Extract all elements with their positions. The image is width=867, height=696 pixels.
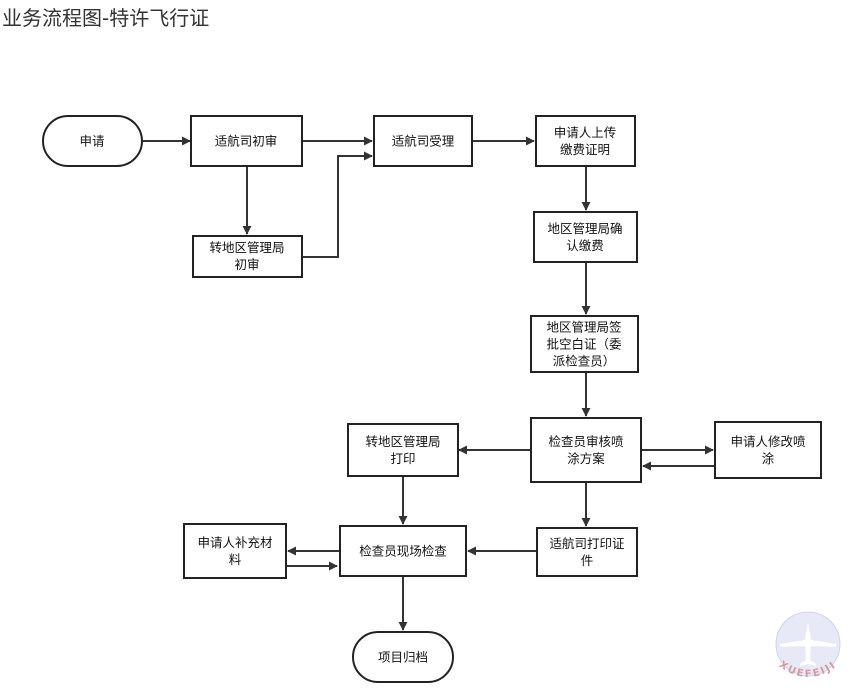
node-label-line: 认缴费 (566, 238, 604, 253)
node-label-line: 申请人上传 (554, 125, 617, 140)
node-label-line: 转地区管理局 (365, 434, 440, 449)
edge-regional-to-accept (303, 151, 373, 258)
node-sign-blank-text: 地区管理局签批空白证（委派检查员） (546, 320, 622, 369)
node-label-line: 涂方案 (567, 451, 605, 466)
node-accept-text: 适航司受理 (392, 134, 455, 149)
node-initial-review: 适航司初审 (190, 115, 303, 167)
node-apply: 申请 (42, 115, 143, 167)
node-print-cert-text: 适航司打印证件 (549, 536, 625, 568)
node-inspector-review-text: 检查员审核喷涂方案 (548, 434, 624, 466)
node-inspector-review: 检查员审核喷涂方案 (530, 417, 642, 483)
node-onsite-check: 检查员现场检查 (339, 525, 467, 577)
node-label-line: 件 (581, 553, 594, 568)
node-regional-initial: 转地区管理局初审 (192, 235, 303, 278)
node-sign-blank: 地区管理局签批空白证（委派检查员） (530, 315, 639, 373)
node-label-line: 适航司初审 (215, 134, 278, 149)
node-label-line: 初审 (234, 257, 259, 272)
node-label-line: 申请 (79, 134, 104, 149)
xuefeiji-logo: XUEFEIJI (775, 611, 841, 680)
node-label-line: 适航司打印证 (549, 536, 625, 551)
node-upload-payment: 申请人上传缴费证明 (535, 115, 636, 167)
node-modify-paint-text: 申请人修改喷涂 (730, 434, 806, 466)
node-label-line: 派检查员） (553, 354, 616, 369)
node-label-line: 缴费证明 (560, 142, 610, 157)
node-label-line: 地区管理局确 (547, 221, 622, 236)
node-label-line: 批空白证（委 (546, 337, 622, 352)
node-onsite-check-text: 检查员现场检查 (359, 544, 447, 559)
node-apply-text: 申请 (79, 134, 104, 149)
node-label-line: 申请人修改喷 (730, 434, 806, 449)
node-label-line: 料 (229, 552, 242, 567)
node-regional-print: 转地区管理局打印 (347, 423, 459, 477)
node-regional-initial-text: 转地区管理局初审 (209, 240, 284, 272)
page-title: 业务流程图-特许飞行证 (2, 6, 210, 30)
node-confirm-payment-text: 地区管理局确认缴费 (547, 221, 622, 253)
edges (143, 136, 715, 631)
node-supplement-text: 申请人补充材料 (197, 535, 272, 567)
node-label-line: 项目归档 (378, 650, 428, 665)
node-label-line: 涂 (762, 451, 775, 466)
node-modify-paint: 申请人修改喷涂 (714, 421, 822, 479)
airplane-icon (780, 622, 836, 666)
node-archive: 项目归档 (352, 631, 454, 683)
node-label-line: 地区管理局签 (546, 320, 622, 335)
node-regional-print-text: 转地区管理局打印 (365, 434, 440, 466)
node-print-cert: 适航司打印证件 (536, 527, 638, 577)
node-label-line: 转地区管理局 (209, 240, 284, 255)
node-label-line: 检查员审核喷 (548, 434, 624, 449)
node-label-line: 检查员现场检查 (359, 544, 447, 559)
node-archive-text: 项目归档 (378, 650, 428, 665)
node-confirm-payment: 地区管理局确认缴费 (533, 211, 638, 263)
node-label-line: 适航司受理 (392, 134, 455, 149)
node-accept: 适航司受理 (373, 115, 473, 167)
node-initial-review-text: 适航司初审 (215, 134, 278, 149)
node-label-line: 申请人补充材 (197, 535, 272, 550)
node-upload-payment-text: 申请人上传缴费证明 (554, 125, 617, 157)
node-supplement: 申请人补充材料 (183, 523, 287, 579)
node-label-line: 打印 (390, 451, 415, 466)
